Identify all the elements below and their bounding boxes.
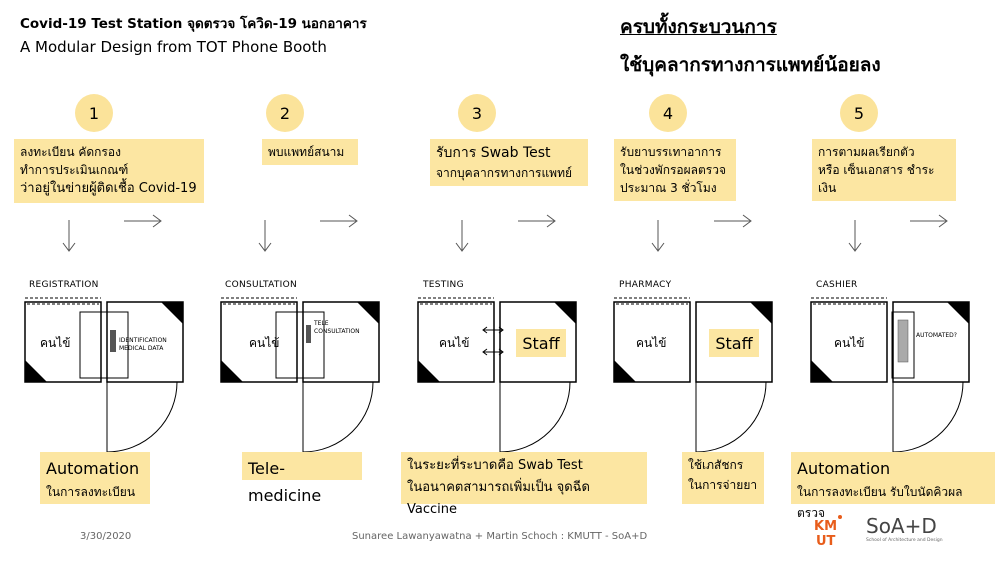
step-3-note-line-1: รับการ Swab Test (436, 145, 551, 161)
page-subtitle: A Modular Design from TOT Phone Booth (20, 38, 327, 56)
kmutt-logo: KM UT (812, 512, 848, 549)
bottom-box-2-title: Tele-medicine (248, 459, 322, 506)
bottom-box-4-line-2: ในการจ่ายยา (688, 478, 758, 493)
station-label-cashier: CASHIER (816, 280, 858, 290)
bottom-box-1-sub: ในการลงทะเบียน (46, 485, 136, 500)
footer-credit: Sunaree Lawanyawatna + Martin Schoch : K… (352, 531, 648, 542)
staff-box-testing: Staff (516, 329, 566, 357)
plan-testing (417, 297, 577, 453)
bottom-box-telemedicine: Tele-medicine (242, 452, 362, 505)
step-5-note: การตามผลเรียกตัว หรือ เซ็นเอกสาร ชำระเงิ… (812, 139, 956, 201)
step-3-circle: 3 (458, 94, 496, 132)
step-1-note: ลงทะเบียน คัดกรอง ทำการประเมินเกณฑ์ ว่าอ… (14, 139, 204, 203)
registration-device-caption: IDENTIFICATION MEDICAL DATA (119, 337, 167, 352)
consultation-device-caption: TELE CONSULTATION (314, 320, 360, 335)
step-4-note-line-1: รับยาบรรเทาอาการ (620, 145, 722, 159)
headline-line-1: ครบทั้งกระบวนการ (620, 16, 777, 38)
bottom-box-swab-vaccine: ในระยะที่ระบาดคือ Swab Test ในอนาคตสามาร… (401, 452, 647, 517)
step-1-note-line-3: ว่าอยู่ในข่ายผู้ติดเชื้อ Covid-19 (20, 181, 197, 196)
patient-label-pharmacy: คนไข้ (636, 336, 667, 350)
bottom-box-automation-registration: Automation ในการลงทะเบียน (40, 452, 150, 504)
step-4-note: รับยาบรรเทาอาการ ในช่วงพักรอผลตรวจ ประมา… (614, 139, 736, 201)
plan-registration (24, 297, 184, 453)
patient-label-testing: คนไข้ (439, 336, 470, 350)
station-label-pharmacy: PHARMACY (619, 280, 672, 290)
step-2-note-line-1: พบแพทย์สนาม (268, 145, 345, 159)
soad-logo-text: SoA+D (866, 514, 937, 538)
step-1-note-line-1: ลงทะเบียน คัดกรอง (20, 145, 121, 159)
step-3-note-line-2: จากบุคลากรทางการแพทย์ (436, 166, 573, 180)
bottom-box-pharmacist: ใช้เภสัชกร ในการจ่ายยา (682, 452, 764, 504)
step-5-note-line-2: หรือ เซ็นเอกสาร ชำระเงิน (818, 163, 935, 195)
step-4-circle: 4 (649, 94, 687, 132)
patient-label-registration: คนไข้ (40, 336, 71, 350)
registration-device-icon (110, 330, 116, 352)
right-arrow-3 (518, 214, 556, 228)
kmutt-logo-icon: KM UT (814, 515, 842, 549)
bottom-box-3-line-1: ในระยะที่ระบาดคือ Swab Test (407, 458, 583, 473)
step-5-note-line-1: การตามผลเรียกตัว (818, 145, 915, 159)
svg-text:UT: UT (816, 534, 836, 548)
footer-date: 3/30/2020 (80, 531, 132, 542)
step-5-circle: 5 (840, 94, 878, 132)
step-2-circle: 2 (266, 94, 304, 132)
bottom-box-5-sub: ในการลงทะเบียน รับใบนัดคิวผลตรวจ (797, 485, 963, 520)
consultation-kiosk (275, 311, 325, 379)
page-title: Covid-19 Test Station จุดตรวจ โควิด-19 น… (20, 16, 367, 32)
patient-label-consultation: คนไข้ (249, 336, 280, 350)
consultation-device-icon (306, 325, 311, 343)
right-arrow-5 (910, 214, 948, 228)
plan-pharmacy (613, 297, 773, 453)
station-label-testing: TESTING (423, 280, 464, 290)
bottom-box-automation-cashier: Automation ในการลงทะเบียน รับใบนัดคิวผลต… (791, 452, 995, 520)
step-4-note-line-2: ในช่วงพักรอผลตรวจ (620, 163, 727, 177)
cashier-device-icon (897, 319, 909, 363)
step-1-note-line-2: ทำการประเมินเกณฑ์ (20, 163, 129, 177)
svg-text:KM: KM (814, 519, 837, 534)
step-1-circle: 1 (75, 94, 113, 132)
bottom-box-3-line-2: ในอนาคตสามารถเพิ่มเป็น จุดฉีด Vaccine (407, 480, 590, 518)
bottom-box-5-title: Automation (797, 459, 891, 478)
down-arrow-2 (258, 220, 272, 252)
down-arrow-4 (651, 220, 665, 252)
right-arrow-4 (714, 214, 752, 228)
plan-cashier (810, 297, 970, 453)
right-arrow-2 (320, 214, 358, 228)
testing-pass-arrows (482, 326, 504, 356)
patient-label-cashier: คนไข้ (834, 336, 865, 350)
station-label-registration: REGISTRATION (29, 280, 99, 290)
step-3-note: รับการ Swab Test จากบุคลากรทางการแพทย์ (430, 139, 588, 186)
headline-line-2: ใช้บุคลากรทางการแพทย์น้อยลง (620, 54, 881, 76)
step-2-note: พบแพทย์สนาม (262, 139, 358, 165)
down-arrow-5 (848, 220, 862, 252)
down-arrow-3 (455, 220, 469, 252)
step-4-note-line-3: ประมาณ 3 ชั่วโมง (620, 181, 717, 195)
soad-logo: SoA+D School of Architecture and Design (866, 514, 943, 543)
right-arrow-1 (124, 214, 162, 228)
registration-kiosk (79, 311, 129, 379)
soad-logo-subtext: School of Architecture and Design (866, 538, 943, 543)
down-arrow-1 (62, 220, 76, 252)
station-label-consultation: CONSULTATION (225, 280, 298, 290)
bottom-box-1-title: Automation (46, 459, 140, 478)
cashier-device-caption: AUTOMATED? (916, 332, 957, 339)
cashier-kiosk (891, 311, 915, 379)
bottom-box-4-line-1: ใช้เภสัชกร (688, 458, 744, 472)
staff-box-pharmacy: Staff (709, 329, 759, 357)
